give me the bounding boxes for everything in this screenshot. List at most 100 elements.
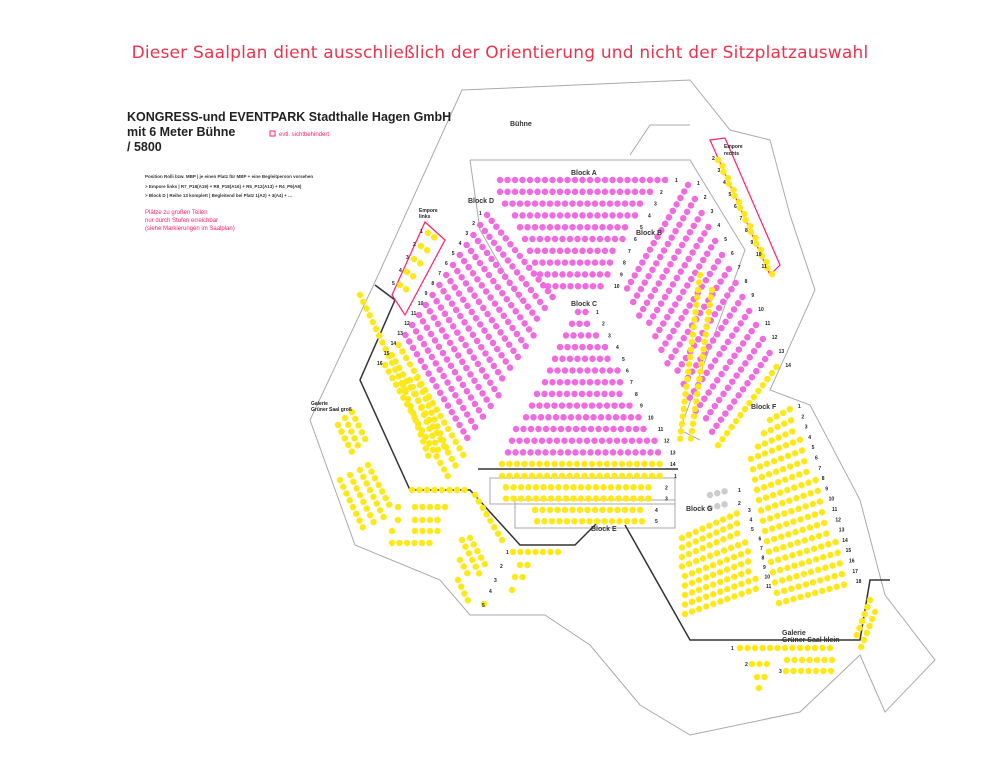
seat-row-block-b: [656, 251, 726, 356]
row-number: 3: [711, 209, 714, 215]
plan-code: / 5800: [127, 140, 162, 154]
block-c-label: Block C: [571, 301, 597, 308]
seat-row-empore-rechts: [764, 264, 777, 280]
row-numbers: 1234567891012345678910111213141234511223…: [377, 156, 862, 675]
row-number: 3: [665, 497, 668, 503]
seat-row-block-d: [456, 251, 531, 352]
row-number: 8: [822, 476, 825, 482]
seat-row-block-g: [681, 575, 760, 608]
row-number: 5: [622, 357, 625, 363]
seat-row-block-b: [691, 321, 760, 416]
row-number: 7: [760, 546, 763, 552]
row-number: 14: [670, 462, 676, 468]
stage-annex: [629, 124, 690, 156]
row-number: 4: [459, 241, 462, 247]
block-d-label: Block D: [468, 198, 494, 205]
row-number: 15: [384, 351, 390, 357]
seat-row-block-d: [388, 351, 461, 472]
wall-right: [624, 524, 890, 641]
seat-row-block-f: [754, 425, 803, 450]
row-number: 11: [411, 311, 417, 317]
row-number: 10: [418, 301, 424, 307]
seat-row-galerie-gross: [334, 421, 356, 456]
seat-row-galerie-klein: [856, 608, 879, 654]
row-number: 5: [452, 251, 455, 257]
row-number: 4: [648, 213, 651, 219]
row-number: 8: [762, 556, 765, 562]
galerie-klein-label: Galerie: [782, 630, 806, 637]
row-number: 5: [724, 237, 727, 243]
row-number: 11: [766, 584, 772, 590]
row-number: 7: [628, 249, 631, 255]
row-number: 9: [425, 291, 428, 297]
seat-row-block-b: [642, 223, 712, 332]
seat-row-block-b: [663, 265, 733, 368]
row-number: 5: [655, 519, 658, 525]
seat-row-galerie-gross: [406, 376, 444, 459]
seat-row-block-d: [429, 291, 503, 400]
seat-row-block-f: [766, 404, 796, 424]
seat-row-block-f: [747, 435, 806, 463]
row-number: 2: [472, 221, 475, 227]
seat-row-block-g: [678, 537, 754, 570]
row-number: 8: [635, 392, 638, 398]
note-3: > Block D | Reihe 13 komplett | Begleite…: [145, 193, 292, 198]
row-number: 12: [664, 439, 670, 445]
galerie-klein-label-2: Grüner Saal klein: [782, 637, 840, 644]
row-number: 7: [738, 265, 741, 271]
empore-links-label: Empore: [419, 208, 438, 214]
seat-row-block-f: [763, 518, 833, 545]
row-number: 2: [602, 322, 605, 328]
row-number: 10: [829, 497, 835, 503]
row-number: 7: [740, 216, 743, 222]
row-number: 10: [758, 307, 764, 313]
row-number: 2: [745, 662, 748, 668]
row-number: 9: [640, 404, 643, 410]
row-number: 18: [856, 579, 862, 585]
seat-row-block-b: [649, 237, 719, 344]
seat-row-block-d: [470, 231, 545, 328]
legend-swatch: [269, 130, 276, 137]
seat-row-block-d: [463, 241, 538, 340]
seat-row-galerie-gross: [348, 408, 372, 449]
empore-rechts-label-2: rechts: [724, 151, 739, 157]
row-number: 1: [731, 646, 734, 652]
seat-row-block-f: [761, 507, 830, 535]
seat-row-block-b: [712, 363, 780, 452]
seat-row-block-g: [678, 508, 744, 542]
disclaimer-notice: Dieser Saalplan dient ausschließlich der…: [131, 43, 869, 63]
row-number: 6: [626, 369, 629, 375]
row-number: 3: [805, 425, 808, 431]
seat-row-block-d: [408, 321, 482, 436]
row-number: 3: [494, 578, 497, 584]
warning-2: nur durch Stufen erreichbar: [145, 218, 218, 224]
hall-outlines: [309, 79, 936, 736]
seat-row-block-d: [395, 341, 468, 460]
row-number: 8: [745, 279, 748, 285]
row-number: 12: [835, 517, 841, 523]
row-number: 1: [674, 474, 677, 480]
block-b-label: Block B: [636, 230, 662, 237]
row-number: 8: [431, 281, 434, 287]
seat-row-empore-rechts: [714, 156, 728, 172]
row-number: 13: [779, 349, 785, 355]
seat-row-galerie-gross: [454, 576, 474, 609]
seat-row-block-g: [681, 546, 756, 580]
row-number: 14: [785, 363, 791, 369]
row-number: 3: [465, 231, 468, 237]
row-number: 10: [756, 252, 762, 258]
row-number: 5: [640, 225, 643, 231]
row-number: 3: [748, 508, 751, 514]
row-number: 11: [832, 507, 838, 513]
row-number: 6: [634, 237, 637, 243]
block-e-label: Block E: [591, 526, 617, 533]
seat-row-block-g: [706, 499, 734, 512]
seat-row-empore-links: [403, 268, 421, 283]
row-number: 1: [479, 211, 482, 217]
seat-row-block-g: [681, 556, 757, 589]
row-number: 5: [392, 281, 395, 287]
row-number: 4: [616, 345, 619, 351]
seat-row-block-d: [476, 221, 552, 316]
seat-rows: [334, 156, 879, 692]
